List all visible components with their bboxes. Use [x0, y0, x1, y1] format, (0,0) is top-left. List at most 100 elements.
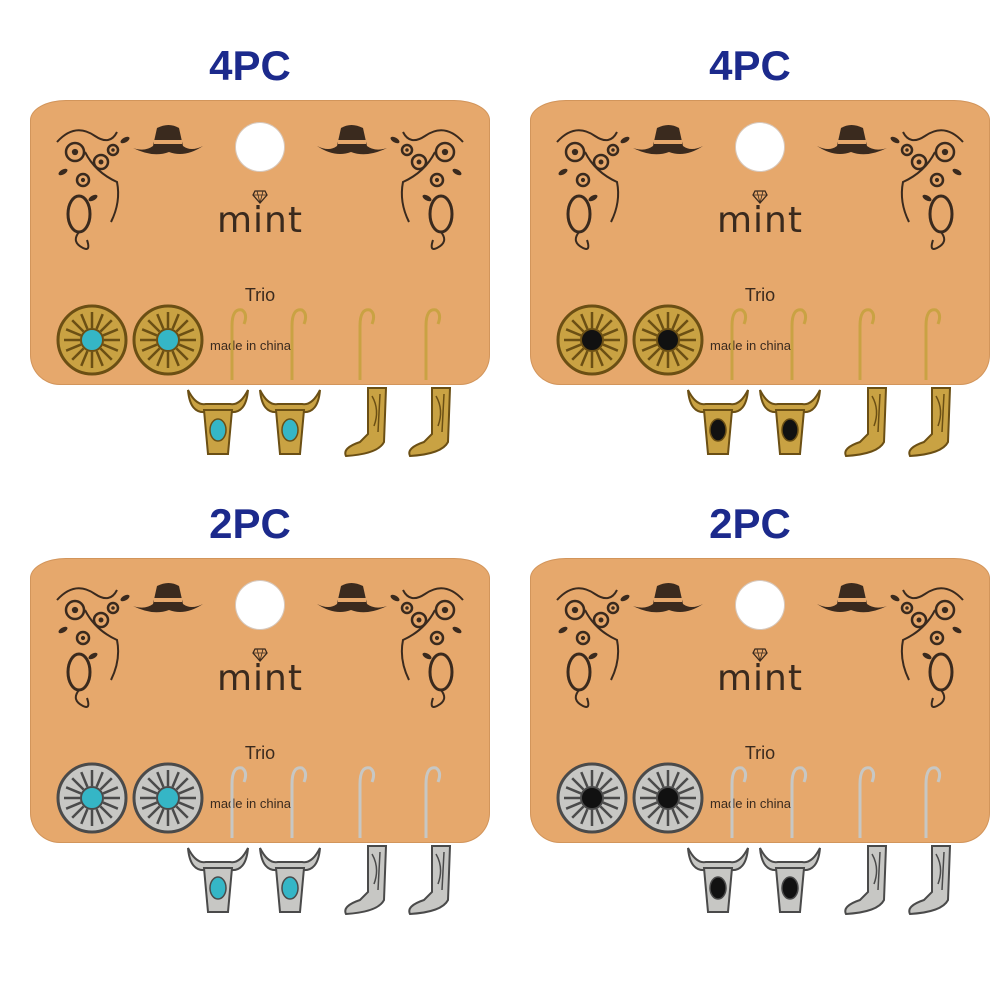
brand-logo: mint: [216, 658, 303, 699]
concho-stud: [556, 304, 628, 376]
left-decor: [56, 583, 203, 708]
flower-vine-icon: [890, 129, 964, 223]
variant-label: Trio: [744, 285, 776, 305]
quantity-label: 2PC: [209, 500, 291, 547]
cowboy-boot-charm: [408, 845, 452, 916]
lasso-icon: [66, 652, 92, 708]
concho-stud: [632, 304, 704, 376]
ear-wire: [424, 308, 442, 380]
ear-wire: [424, 766, 442, 838]
bull-skull-charm: [187, 847, 249, 913]
lasso-icon: [428, 194, 454, 250]
left-decor: [56, 125, 203, 250]
bull-skull-charm: [259, 847, 321, 913]
ear-wire: [790, 308, 808, 380]
earrings: [56, 304, 452, 458]
quantity-label: 4PC: [209, 42, 291, 89]
ear-wire: [290, 766, 308, 838]
right-decor: [317, 583, 464, 708]
cowboy-hat-icon: [317, 125, 387, 155]
bull-skull-charm: [687, 847, 749, 913]
ear-wire: [230, 766, 248, 838]
flower-vine-icon: [56, 129, 130, 223]
flower-vine-icon: [56, 587, 130, 681]
diamond-icon: [252, 190, 268, 204]
diamond-icon: [752, 190, 768, 204]
flower-vine-icon: [556, 129, 630, 223]
cowboy-boot-charm: [844, 387, 888, 458]
lasso-icon: [566, 652, 592, 708]
earrings: [56, 762, 452, 916]
right-decor: [817, 583, 964, 708]
cowboy-boot-charm: [344, 845, 388, 916]
diamond-icon: [752, 648, 768, 662]
brand-logo: mint: [216, 200, 303, 241]
variant-label: Trio: [244, 743, 276, 763]
right-decor: [817, 125, 964, 250]
origin-label: made in china: [710, 338, 791, 353]
earrings: [556, 304, 952, 458]
brand-logo: mint: [716, 658, 803, 699]
flower-vine-icon: [556, 587, 630, 681]
cowboy-hat-icon: [817, 125, 887, 155]
lasso-icon: [66, 194, 92, 250]
hanging-hole: [235, 580, 285, 630]
ear-wire: [790, 766, 808, 838]
left-decor: [556, 583, 703, 708]
ear-wire: [924, 766, 942, 838]
concho-stud: [632, 762, 704, 834]
lasso-icon: [566, 194, 592, 250]
right-decor: [317, 125, 464, 250]
bull-skull-charm: [187, 389, 249, 455]
origin-label: made in china: [210, 796, 291, 811]
product-panel-3: 2PC mint Trio made in china: [0, 458, 500, 958]
ear-wire: [358, 766, 376, 838]
ear-wire: [924, 308, 942, 380]
lasso-icon: [928, 652, 954, 708]
product-panel-1: 4PC mint Trio made in china: [0, 0, 500, 500]
cowboy-boot-charm: [408, 387, 452, 458]
earrings: [556, 762, 952, 916]
cowboy-hat-icon: [817, 583, 887, 613]
cowboy-hat-icon: [633, 583, 703, 613]
origin-label: made in china: [210, 338, 291, 353]
cowboy-boot-charm: [844, 845, 888, 916]
concho-stud: [56, 762, 128, 834]
flower-vine-icon: [890, 587, 964, 681]
ear-wire: [858, 308, 876, 380]
lasso-icon: [928, 194, 954, 250]
product-panel-2: 4PC mint Trio made in china: [500, 0, 1000, 500]
bull-skull-charm: [259, 389, 321, 455]
cowboy-boot-charm: [344, 387, 388, 458]
cowboy-hat-icon: [633, 125, 703, 155]
flower-vine-icon: [390, 129, 464, 223]
variant-label: Trio: [244, 285, 276, 305]
cowboy-boot-charm: [908, 845, 952, 916]
variant-label: Trio: [744, 743, 776, 763]
product-panel-4: 2PC mint Trio made in china: [500, 458, 1000, 958]
quantity-label: 4PC: [709, 42, 791, 89]
bull-skull-charm: [759, 847, 821, 913]
bull-skull-charm: [759, 389, 821, 455]
ear-wire: [290, 308, 308, 380]
cowboy-hat-icon: [133, 125, 203, 155]
concho-stud: [556, 762, 628, 834]
bull-skull-charm: [687, 389, 749, 455]
quantity-label: 2PC: [709, 500, 791, 547]
origin-label: made in china: [710, 796, 791, 811]
brand-logo: mint: [716, 200, 803, 241]
flower-vine-icon: [390, 587, 464, 681]
left-decor: [556, 125, 703, 250]
concho-stud: [132, 304, 204, 376]
ear-wire: [730, 308, 748, 380]
hanging-hole: [735, 122, 785, 172]
ear-wire: [230, 308, 248, 380]
ear-wire: [730, 766, 748, 838]
hanging-hole: [235, 122, 285, 172]
lasso-icon: [428, 652, 454, 708]
cowboy-hat-icon: [133, 583, 203, 613]
cowboy-boot-charm: [908, 387, 952, 458]
ear-wire: [358, 308, 376, 380]
ear-wire: [858, 766, 876, 838]
cowboy-hat-icon: [317, 583, 387, 613]
